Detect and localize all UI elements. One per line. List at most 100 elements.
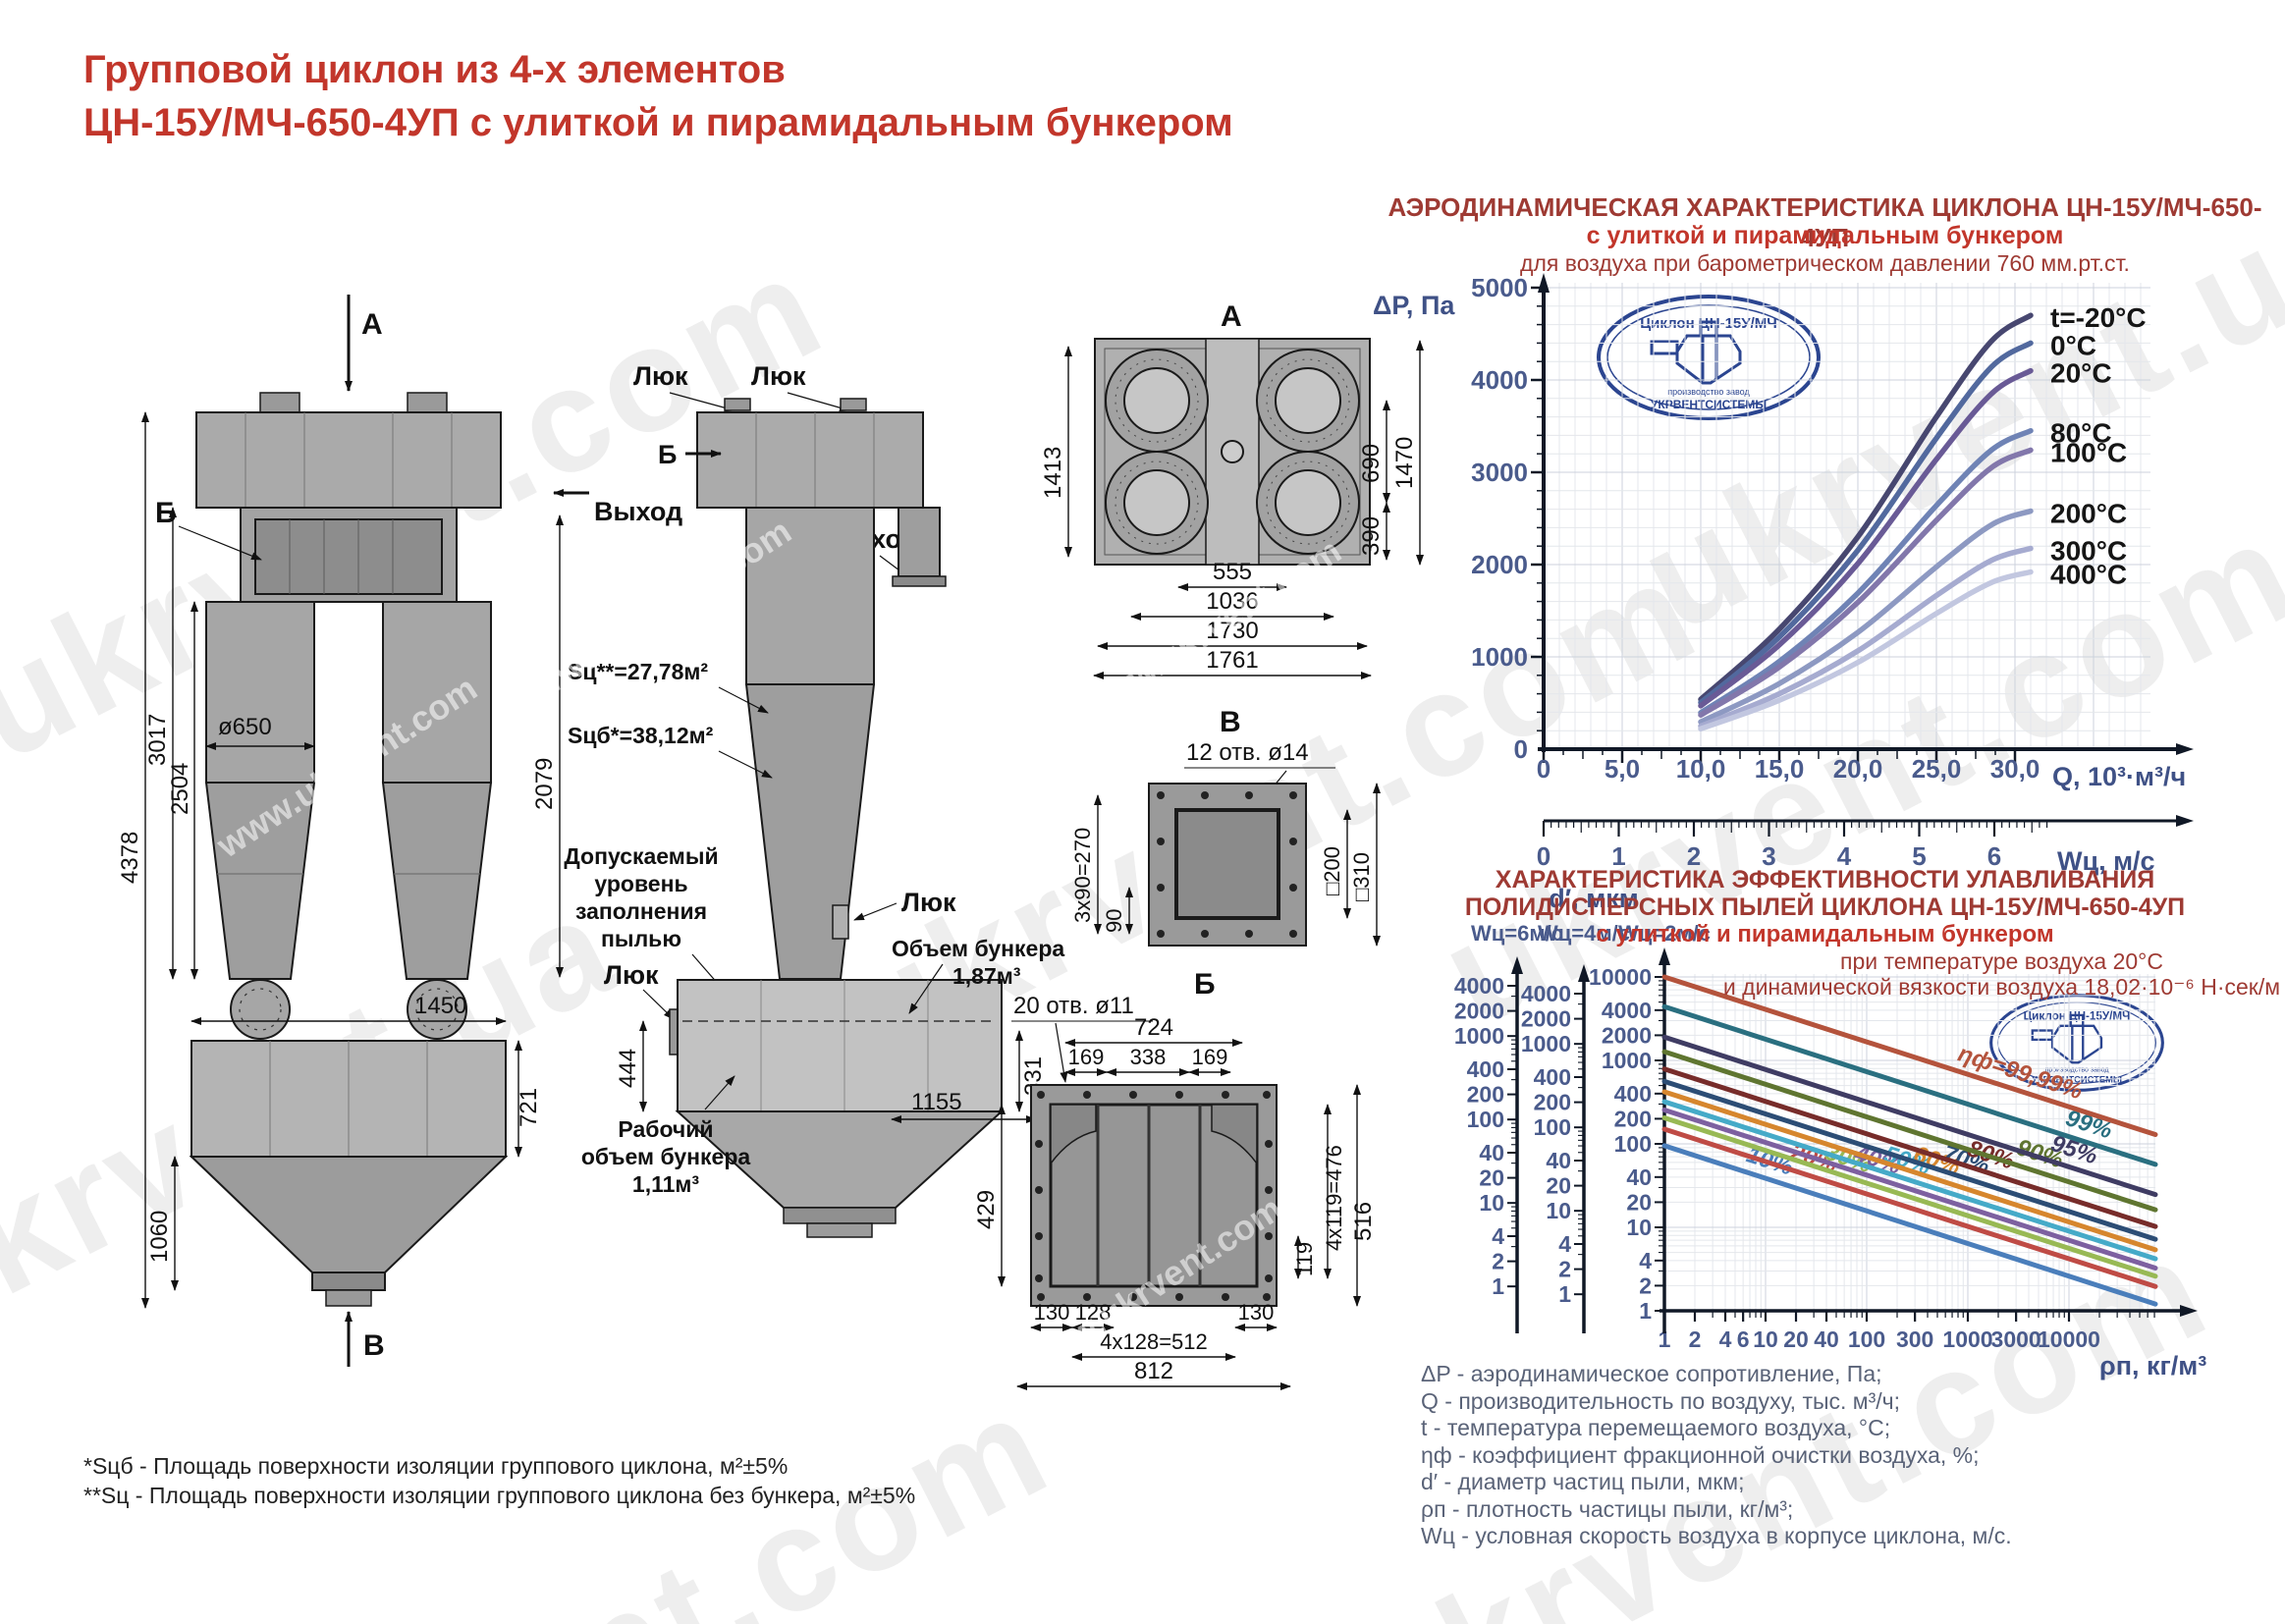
legend-line: ΔP - аэродинамическое сопротивление, Па; <box>1421 1361 1882 1386</box>
x-tick-label: 20 <box>1783 1326 1809 1352</box>
d-tick-label: 1 <box>1492 1273 1504 1299</box>
d-tick-label: 200 <box>1467 1082 1504 1108</box>
curve-label: 400°C <box>2050 560 2127 590</box>
axis-speed-label: Wц=2м/с <box>1618 921 1711 946</box>
d-tick-label: 20 <box>1479 1165 1504 1191</box>
dim-690: 690 <box>1358 444 1385 483</box>
d-tick-label: 400 <box>1534 1064 1571 1090</box>
d-axis-arrow <box>1659 947 1670 965</box>
view-a-title: А <box>1221 300 1242 333</box>
chart1-title: АЭРОДИНАМИЧЕСКАЯ ХАРАКТЕРИСТИКА ЦИКЛОНА … <box>1387 192 2262 252</box>
dim-1450: 1450 <box>414 993 466 1019</box>
dim-4378: 4378 <box>117 832 143 884</box>
dim-2079: 2079 <box>531 758 558 810</box>
hopper-outlet-side <box>783 1207 897 1224</box>
dim-390: 390 <box>1358 516 1385 556</box>
dust-level-note: заполнения <box>575 898 707 924</box>
dim-1470: 1470 <box>1391 437 1418 489</box>
chart2-plot: Циклон ЦН-15У/МЧ производство завод УКРВ… <box>1454 884 2206 1380</box>
dust-level-note: уровень <box>594 871 687 896</box>
axis-speed-label: Wц=6м/с <box>1471 921 1563 946</box>
d-tick-label: 4000 <box>1521 981 1571 1006</box>
d-tick-label: 100 <box>1614 1131 1652 1157</box>
dim-119: 119 <box>1292 1242 1317 1276</box>
d-tick-label: 10 <box>1479 1190 1504 1216</box>
dim-1060: 1060 <box>146 1211 173 1263</box>
curve-t=-20°C <box>1698 312 2034 702</box>
lifting-lug <box>259 392 300 413</box>
d-tick-label: 20 <box>1546 1173 1571 1199</box>
roof-hatch <box>724 398 751 411</box>
side-view: Люк Люк Б Выход Вход 2079 Sц**=27,78м² <box>531 361 1064 1238</box>
x-tick-label: 1 <box>1659 1326 1671 1352</box>
eff-line-ηф=99,99% <box>1661 974 2158 1138</box>
surface-area-label: Sц**=27,78м² <box>568 659 708 684</box>
cyclone-barrel-side <box>745 507 875 685</box>
view-v-label: В <box>363 1329 385 1362</box>
dim-200: □200 <box>1320 846 1344 895</box>
eff-line-50% <box>1661 1099 2158 1262</box>
footnote-line: *Sцб - Площадь поверхности изоляции груп… <box>83 1453 789 1479</box>
chart-legend: ΔP - аэродинамическое сопротивление, Па;… <box>1421 1361 2012 1550</box>
d-tick-label: 1 <box>1558 1281 1571 1307</box>
d-tick-label: 1000 <box>1521 1031 1571 1056</box>
d-tick-label: 4 <box>1639 1248 1652 1273</box>
dim-429: 429 <box>973 1190 1000 1229</box>
dim-476: 4х119=476 <box>1322 1145 1346 1251</box>
view-a-label: А <box>361 308 383 341</box>
x-tick-label: 10 <box>1753 1326 1778 1352</box>
cyclone-cone-side <box>744 683 876 980</box>
x-tick-label: 0 <box>1537 754 1551 784</box>
outlet-plenum-side <box>696 411 924 509</box>
bunker-volume-label: Объем бункера <box>892 936 1064 961</box>
logo-title: Циклон ЦН-15У/МЧ <box>2024 1010 2131 1023</box>
view-b-title: Б <box>1194 968 1216 1001</box>
y-tick-label: 1000 <box>1471 642 1528 672</box>
x-tick-label: 6 <box>1737 1326 1750 1352</box>
y-tick-label: 5000 <box>1471 273 1528 302</box>
hatch-label: Люк <box>751 361 806 391</box>
efficiency-chart: ХАРАКТЕРИСТИКА ЭФФЕКТИВНОСТИ УЛАВЛИВАНИЯ… <box>1365 864 2285 1414</box>
x-axis-arrow <box>2176 743 2194 755</box>
d-tick-label: 1000 <box>1602 1048 1652 1073</box>
dim-1413: 1413 <box>1040 447 1066 499</box>
footnotes: *Sцб - Площадь поверхности изоляции груп… <box>83 1451 915 1510</box>
dim-270: 3x90=270 <box>1070 828 1095 923</box>
legend-line: t - температура перемещаемого воздуха, °… <box>1421 1415 1891 1440</box>
w-tick-label: 4 <box>1837 841 1852 871</box>
d-tick-label: 100 <box>1467 1107 1504 1132</box>
dim-128: 128 <box>1075 1300 1112 1325</box>
w-tick-label: 5 <box>1912 841 1926 871</box>
curve-label: 100°C <box>2050 437 2127 467</box>
curve-80°C <box>1698 427 2034 716</box>
hatch-label: Люк <box>604 960 659 990</box>
d-tick-label: 4 <box>1492 1223 1504 1249</box>
axis-speed-label: Wц=4м/с <box>1538 921 1630 946</box>
d-tick-label: 4000 <box>1454 973 1504 999</box>
d-tick-label: 2000 <box>1602 1022 1652 1048</box>
lifting-lug <box>407 392 448 413</box>
view-b-direction: Б <box>658 440 677 469</box>
dim-512: 4х128=512 <box>1100 1329 1208 1354</box>
bolt-holes <box>1157 791 1297 938</box>
x-axis-title: Q, 10³·м³/ч <box>2052 762 2186 791</box>
inlet-flange <box>892 575 947 587</box>
legend-line: Wц - условная скорость воздуха в корпусе… <box>1421 1523 2012 1548</box>
logo-name: УКРВЕНТСИСТЕМЫ <box>1651 398 1767 411</box>
curve-100°C <box>1698 447 2034 718</box>
engineering-drawings: А В Б 4378 3017 2504 ø650 721 1060 1450 … <box>117 295 1424 1390</box>
dim-1036: 1036 <box>1206 588 1258 615</box>
front-view: А В Б 4378 3017 2504 ø650 721 1060 1450 <box>117 295 542 1367</box>
w-tick-label: 2 <box>1687 841 1701 871</box>
x-tick-label: 40 <box>1814 1326 1839 1352</box>
x-tick-label: 25,0 <box>1912 754 1962 784</box>
dim-338: 338 <box>1130 1045 1167 1069</box>
d-tick-label: 1 <box>1639 1298 1652 1324</box>
cyclone-cone <box>381 782 493 980</box>
dim-812: 812 <box>1134 1358 1173 1384</box>
bunker-volume-value: 1,87м³ <box>952 963 1021 989</box>
d-tick-label: 200 <box>1614 1106 1652 1131</box>
d-tick-label: 100 <box>1534 1114 1571 1140</box>
x-tick-label: 20,0 <box>1833 754 1883 784</box>
